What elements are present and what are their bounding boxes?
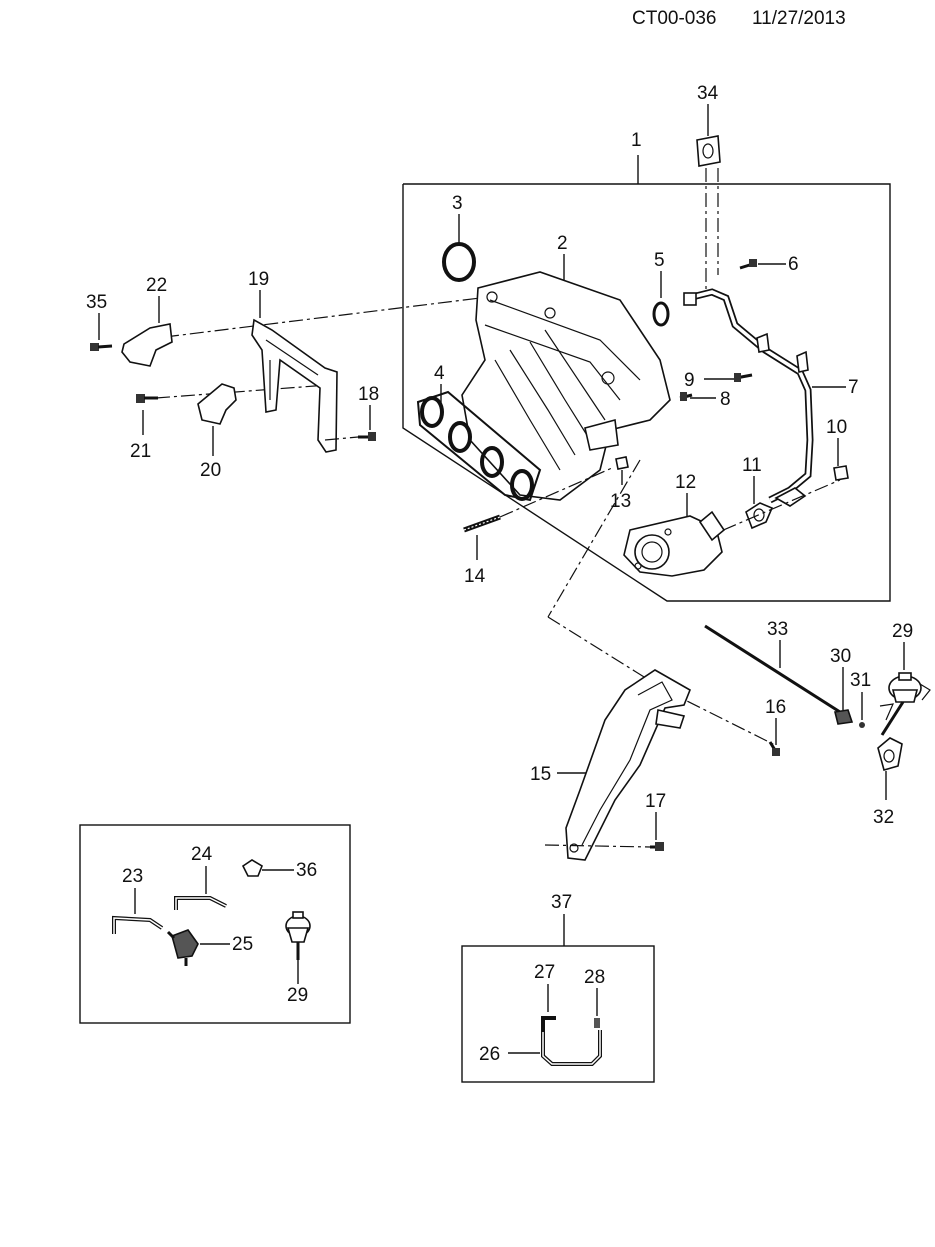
callout-23: 23 — [122, 866, 143, 887]
callout-18: 18 — [358, 384, 379, 405]
gasket-34 — [696, 135, 721, 167]
hose-24 — [174, 896, 227, 910]
callout-25: 25 — [232, 934, 253, 955]
callout-5: 5 — [654, 250, 665, 271]
gasket-32 — [877, 737, 903, 771]
callout-27: 27 — [534, 962, 555, 983]
bolt-9 — [734, 373, 753, 382]
callout-28: 28 — [584, 967, 605, 988]
gasket-11 — [745, 502, 774, 530]
pipe-26 — [541, 1030, 602, 1066]
inset-box-left — [79, 824, 351, 1024]
bracket-15 — [565, 669, 692, 861]
bracket-19 — [251, 318, 338, 453]
callout-15: 15 — [530, 764, 551, 785]
callout-22: 22 — [146, 275, 167, 296]
clip-36 — [241, 859, 263, 877]
manifold-gasket-4 — [416, 390, 542, 502]
callout-21: 21 — [130, 441, 151, 462]
seal-5 — [652, 301, 670, 327]
callout-29-right: 29 — [892, 621, 913, 642]
bracket-20 — [197, 383, 237, 425]
callout-6: 6 — [788, 254, 799, 275]
fitting-28 — [594, 1018, 600, 1028]
bracket-22 — [121, 323, 173, 367]
bolt-8 — [679, 392, 693, 401]
assembly-box-outline — [402, 183, 891, 602]
callout-14: 14 — [464, 566, 486, 587]
callout-12: 12 — [675, 472, 696, 493]
hose-23 — [112, 915, 164, 934]
callout-31: 31 — [850, 670, 871, 691]
callout-13: 13 — [610, 491, 631, 512]
callout-17: 17 — [645, 791, 666, 812]
callout-11: 11 — [742, 455, 762, 476]
callout-24: 24 — [191, 844, 213, 865]
callout-29-inset: 29 — [287, 985, 308, 1006]
callout-30: 30 — [830, 646, 851, 667]
clip-10 — [833, 465, 849, 481]
callout-32: 32 — [873, 807, 894, 828]
callout-35: 35 — [86, 292, 107, 313]
callout-9: 9 — [684, 370, 695, 391]
callout-2: 2 — [557, 233, 568, 254]
callout-19: 19 — [248, 269, 269, 290]
throttle-body-12 — [623, 510, 726, 577]
bolt-16 — [768, 741, 780, 756]
clip-30 — [834, 709, 854, 725]
bolt-35 — [90, 343, 113, 351]
callout-7: 7 — [848, 377, 859, 398]
callout-37: 37 — [551, 892, 572, 913]
vacuum-actuator-29-inset — [285, 911, 311, 960]
callout-16: 16 — [765, 697, 786, 718]
bolt-17 — [650, 842, 664, 851]
inset-box-37 — [461, 945, 655, 1083]
oring-3 — [442, 242, 476, 282]
actuator-rod-33 — [704, 624, 841, 714]
pin-31 — [859, 722, 865, 728]
hose-27 — [541, 1016, 556, 1032]
nut-13 — [615, 456, 629, 470]
intake-manifold-2 — [461, 271, 671, 501]
callout-3: 3 — [452, 193, 463, 214]
bolt-18 — [358, 432, 376, 441]
bolt-6 — [739, 259, 757, 270]
solenoid-valve-25 — [166, 929, 199, 966]
callout-36: 36 — [296, 860, 317, 881]
callout-33: 33 — [767, 619, 788, 640]
callout-26: 26 — [479, 1044, 500, 1065]
stud-14 — [463, 514, 501, 533]
callout-10: 10 — [826, 417, 847, 438]
callout-34: 34 — [697, 83, 719, 104]
diagram-date: 11/27/2013 — [752, 8, 846, 29]
callout-1: 1 — [631, 130, 642, 151]
callout-8: 8 — [720, 389, 731, 410]
callout-20: 20 — [200, 460, 221, 481]
diagram-code: CT00-036 — [632, 8, 717, 29]
bolt-21 — [136, 394, 158, 403]
callout-4: 4 — [434, 363, 445, 384]
vacuum-actuator-29 — [879, 672, 931, 736]
